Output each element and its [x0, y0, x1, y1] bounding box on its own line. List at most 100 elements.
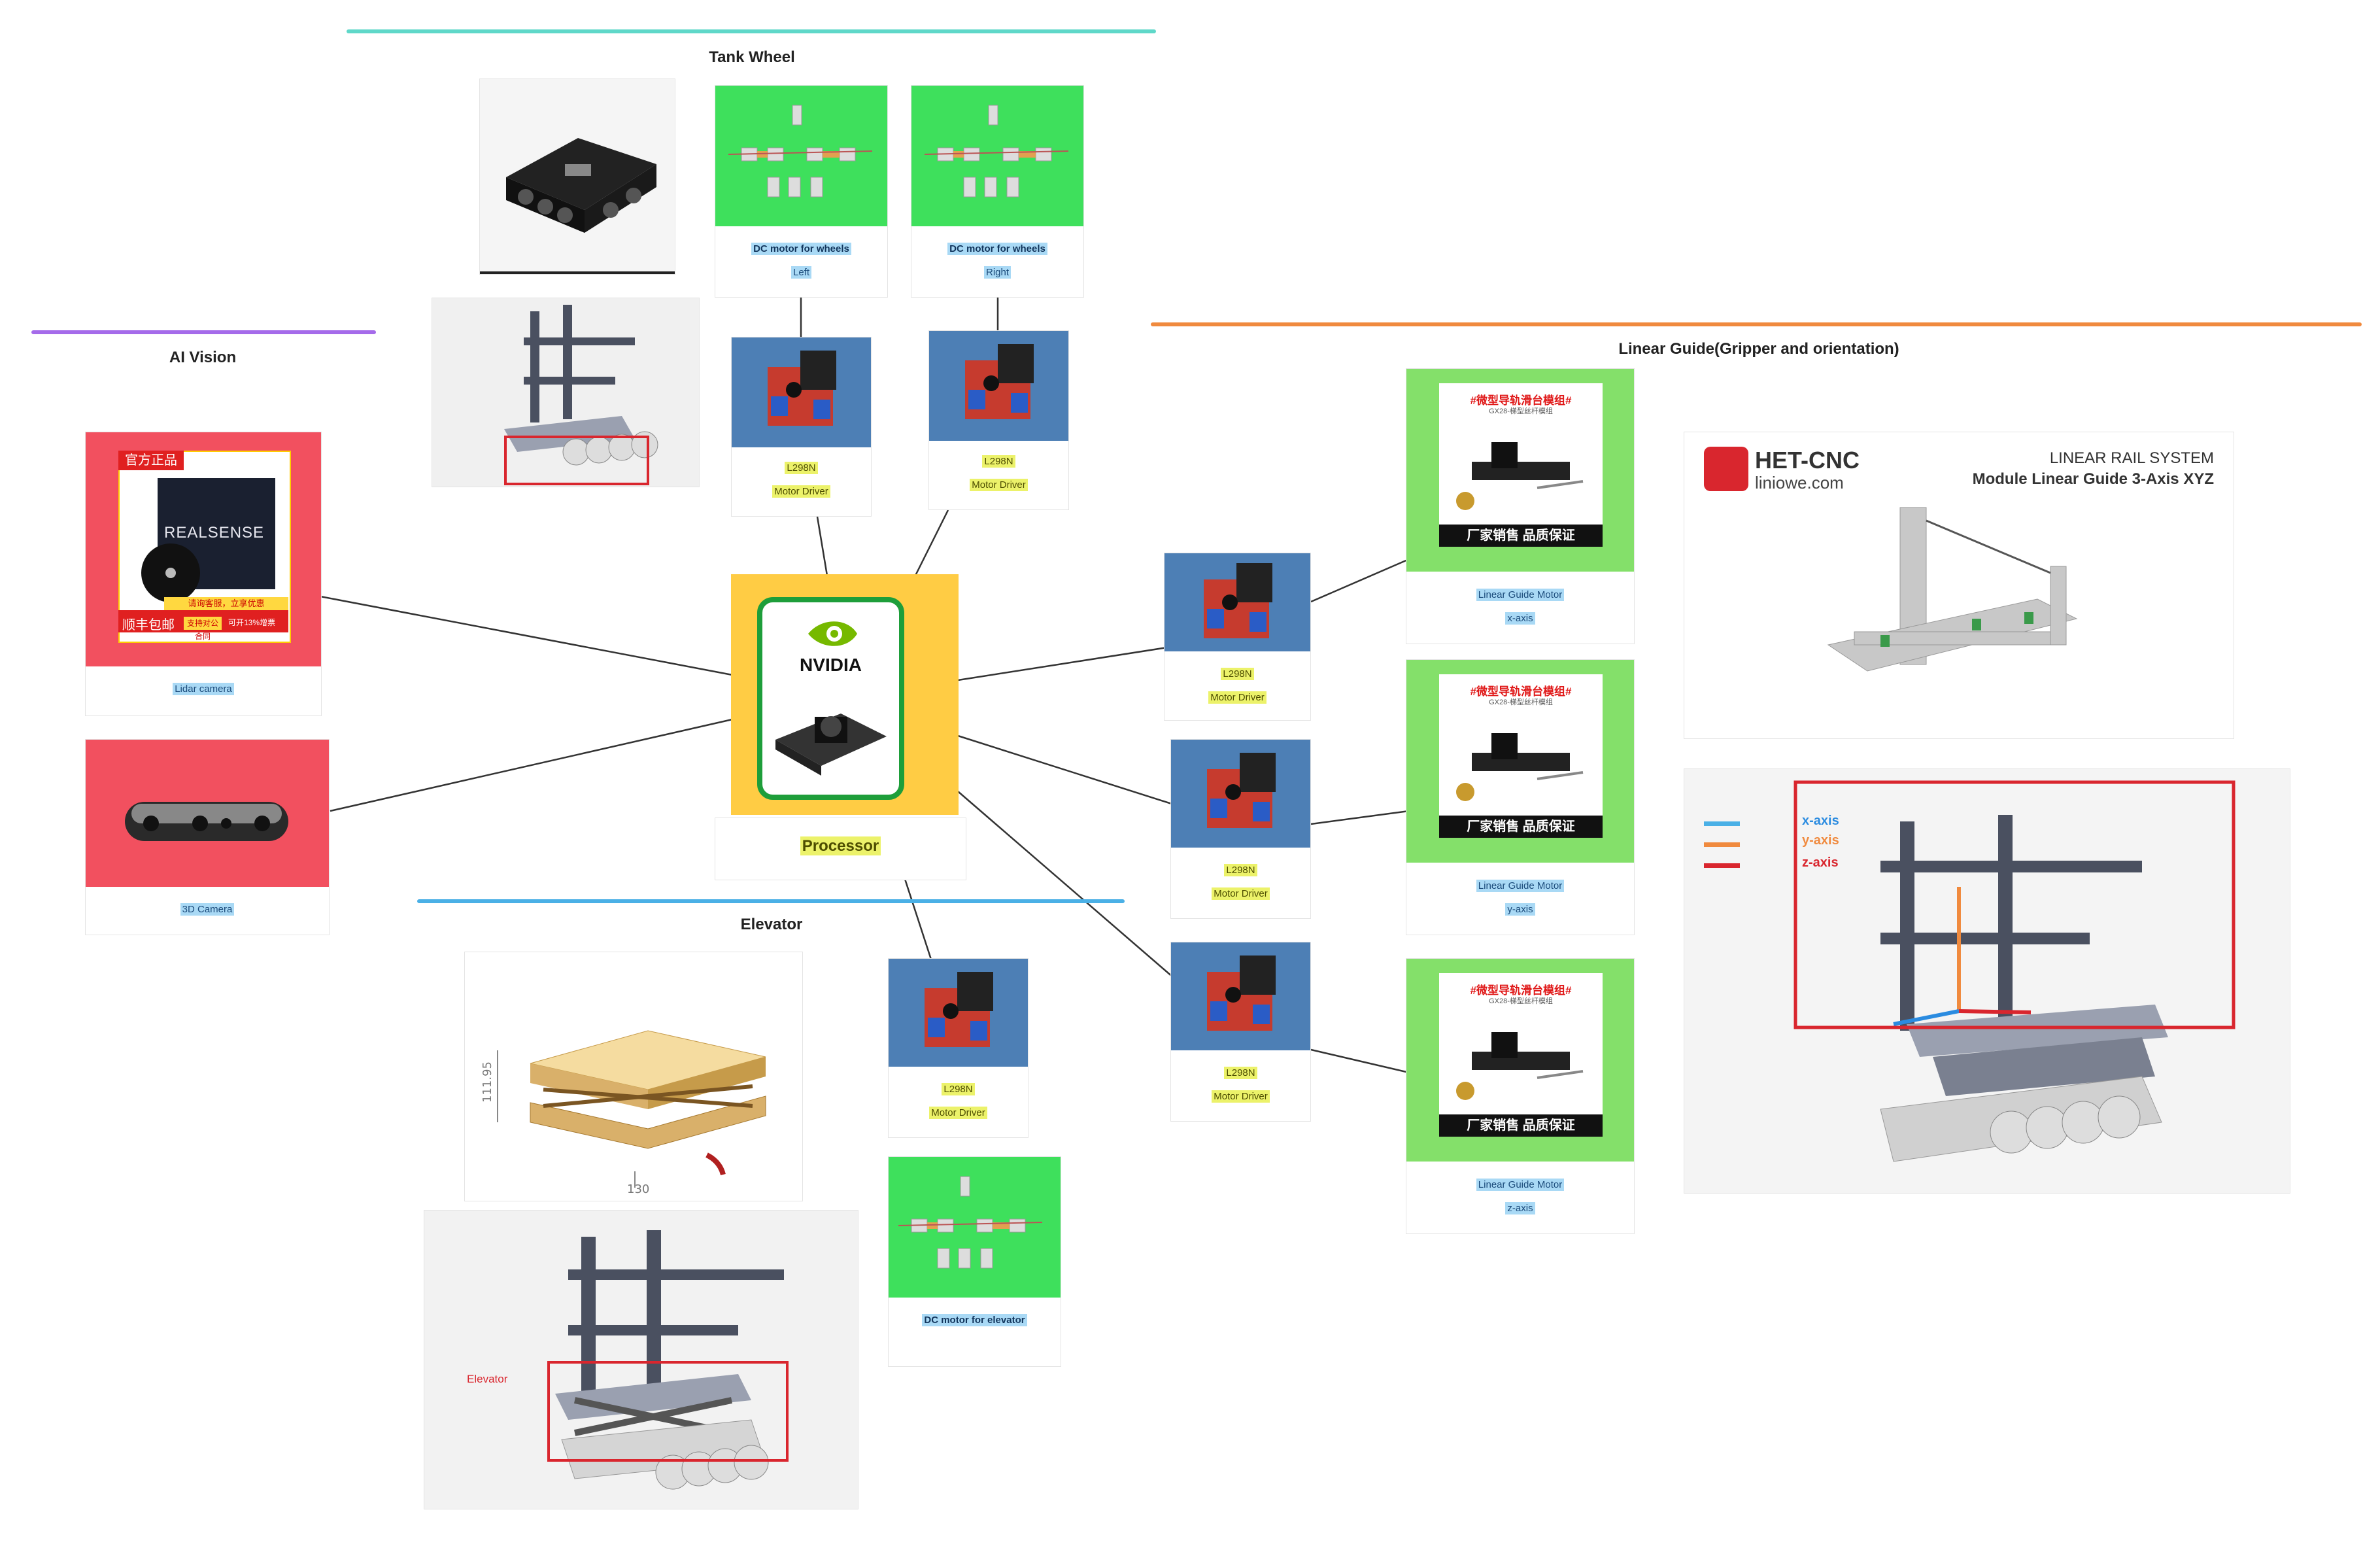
3d-camera-image — [86, 740, 329, 887]
dc-motor-elevator-card[interactable]: DC motor for elevator — [888, 1156, 1061, 1367]
dc-motor-left-sub: Left — [790, 266, 812, 279]
guide-motor-x-image: #微型导轨滑台模组# GX28-梯型丝杆模组 厂家销售 品质保证 — [1406, 369, 1634, 572]
driver-tank-left-name: L298N — [785, 462, 818, 474]
dc-motor-left-image — [715, 86, 887, 226]
ai-vision-title: AI Vision — [169, 349, 237, 366]
dc-motor-elevator-image — [889, 1157, 1061, 1298]
lidar-badge-bottom: 顺丰包邮 — [122, 618, 175, 632]
guide-motor-z-axis: z-axis — [1505, 1202, 1535, 1214]
guide-product-title: #微型导轨滑台模组# — [1470, 685, 1572, 698]
guide-motor-x-title: Linear Guide Motor — [1476, 589, 1565, 601]
guide-product-banner: 厂家销售 品质保证 — [1439, 816, 1603, 838]
axes-legend-lines — [1704, 821, 1740, 868]
dc-motor-elevator-title: DC motor for elevator — [922, 1314, 1027, 1326]
het-cnc-site: liniowe.com — [1755, 473, 1844, 492]
lidar-camera-label: Lidar camera — [173, 683, 234, 695]
tank-wheel-section-line — [347, 29, 1156, 33]
driver-board-image — [889, 959, 1028, 1067]
lidar-badge-mid: 请询客服，立享优惠 — [164, 597, 288, 610]
elevator-section-line — [417, 899, 1125, 903]
driver-x-name: L298N — [1221, 668, 1254, 680]
driver-board-image — [1164, 553, 1310, 651]
driver-x-card[interactable]: L298N Motor Driver — [1164, 553, 1311, 721]
guide-motor-x-axis: x-axis — [1505, 612, 1535, 625]
het-cnc-brand: HET-CNC — [1755, 447, 1860, 474]
3d-camera-label: 3D Camera — [180, 903, 235, 916]
dc-motor-left-card[interactable]: DC motor for wheels Left — [715, 85, 888, 298]
het-cnc-line2: Module Linear Guide 3-Axis XYZ — [1972, 470, 2214, 488]
lidar-brand: REALSENSE — [164, 524, 265, 542]
driver-tank-right-name: L298N — [982, 455, 1015, 468]
driver-y-card[interactable]: L298N Motor Driver — [1170, 739, 1311, 919]
guide-motor-z-card[interactable]: #微型导轨滑台模组# GX28-梯型丝杆模组 厂家销售 品质保证 Linear … — [1406, 958, 1635, 1234]
processor-image: NVIDIA — [731, 574, 959, 815]
lift-dim2-label: 130 — [627, 1182, 649, 1196]
guide-motor-y-card[interactable]: #微型导轨滑台模组# GX28-梯型丝杆模组 厂家销售 品质保证 Linear … — [1406, 659, 1635, 935]
lidar-badge-note2: 可开13%增票 — [228, 618, 276, 627]
guide-product-title: #微型导轨滑台模组# — [1470, 394, 1572, 407]
guide-motor-x-card[interactable]: #微型导轨滑台模组# GX28-梯型丝杆模组 厂家销售 品质保证 Linear … — [1406, 368, 1635, 644]
guide-motor-y-title: Linear Guide Motor — [1476, 880, 1565, 892]
dc-motor-right-sub: Right — [983, 266, 1012, 279]
nvidia-logo-text: NVIDIA — [800, 655, 862, 675]
driver-board-image — [732, 337, 871, 447]
tank-frame-render — [432, 298, 700, 487]
guide-product-title: #微型导轨滑台模组# — [1470, 984, 1572, 997]
linear-guide-title: Linear Guide(Gripper and orientation) — [1618, 340, 1899, 358]
driver-board-image — [1171, 740, 1310, 848]
processor-card[interactable]: Processor — [715, 818, 966, 880]
driver-z-card[interactable]: L298N Motor Driver — [1170, 942, 1311, 1122]
linear-guide-section-line — [1151, 322, 2362, 326]
dc-motor-right-image — [911, 86, 1083, 226]
dc-motor-right-title: DC motor for wheels — [947, 243, 1047, 255]
lidar-camera-card[interactable]: 官方正品 REALSENSE 请询客服，立享优惠 顺丰包邮 支持对公合同 可开1… — [85, 432, 322, 716]
elevator-render: Elevator — [424, 1210, 858, 1509]
nvidia-eye-icon — [808, 621, 857, 646]
driver-x-sub: Motor Driver — [1208, 691, 1266, 704]
driver-elevator-card[interactable]: L298N Motor Driver — [888, 958, 1028, 1138]
guide-motor-y-axis: y-axis — [1505, 903, 1535, 916]
dc-motor-left-title: DC motor for wheels — [751, 243, 851, 255]
guide-motor-y-image: #微型导轨滑台模组# GX28-梯型丝杆模组 厂家销售 品质保证 — [1406, 660, 1634, 863]
guide-product-sub: GX28-梯型丝杆模组 — [1489, 407, 1553, 415]
3d-camera-card[interactable]: 3D Camera — [85, 739, 330, 935]
dc-motor-right-card[interactable]: DC motor for wheels Right — [911, 85, 1084, 298]
driver-board-image — [1171, 942, 1310, 1050]
tank-chassis-image — [479, 78, 675, 275]
driver-y-sub: Motor Driver — [1212, 887, 1270, 900]
ai-vision-section-line — [31, 330, 376, 334]
guide-product-sub: GX28-梯型丝杆模组 — [1489, 997, 1553, 1005]
het-cnc-logo-icon — [1704, 447, 1748, 491]
driver-z-sub: Motor Driver — [1212, 1090, 1270, 1103]
driver-tank-left-sub: Motor Driver — [772, 485, 830, 498]
legend-z-label: z-axis — [1802, 855, 1839, 870]
guide-product-sub: GX28-梯型丝杆模组 — [1489, 698, 1553, 706]
lidar-badge-top: 官方正品 — [118, 451, 184, 470]
guide-product-banner: 厂家销售 品质保证 — [1439, 1114, 1603, 1137]
guide-product-banner: 厂家销售 品质保证 — [1439, 525, 1603, 547]
driver-elevator-sub: Motor Driver — [929, 1107, 987, 1119]
elevator-render-label: Elevator — [467, 1373, 508, 1385]
gripper-axes-render: x-axis y-axis z-axis — [1684, 768, 2290, 1194]
driver-tank-right-sub: Motor Driver — [970, 479, 1028, 491]
driver-tank-right-card[interactable]: L298N Motor Driver — [928, 330, 1069, 510]
driver-y-name: L298N — [1224, 864, 1257, 876]
guide-motor-z-title: Linear Guide Motor — [1476, 1179, 1565, 1191]
legend-y-label: y-axis — [1802, 833, 1839, 848]
driver-z-name: L298N — [1224, 1067, 1257, 1079]
legend-x-label: x-axis — [1802, 814, 1839, 828]
driver-board-image — [929, 331, 1068, 441]
elevator-title: Elevator — [740, 916, 803, 933]
scissor-lift-image: 111.95 130 — [464, 952, 803, 1201]
tank-wheel-title: Tank Wheel — [709, 48, 795, 66]
lift-dim-label: 111.95 — [481, 1061, 494, 1103]
lidar-camera-image: 官方正品 REALSENSE 请询客服，立享优惠 顺丰包邮 支持对公合同 可开1… — [86, 432, 321, 666]
driver-tank-left-card[interactable]: L298N Motor Driver — [731, 337, 872, 517]
het-cnc-image: HET-CNC liniowe.com LINEAR RAIL SYSTEM M… — [1684, 432, 2234, 739]
lidar-badge-note1: 支持对公合同 — [184, 617, 222, 641]
het-cnc-line1: LINEAR RAIL SYSTEM — [2049, 449, 2214, 467]
guide-motor-z-image: #微型导轨滑台模组# GX28-梯型丝杆模组 厂家销售 品质保证 — [1406, 959, 1634, 1162]
processor-label: Processor — [800, 836, 881, 855]
driver-elevator-name: L298N — [942, 1083, 975, 1095]
